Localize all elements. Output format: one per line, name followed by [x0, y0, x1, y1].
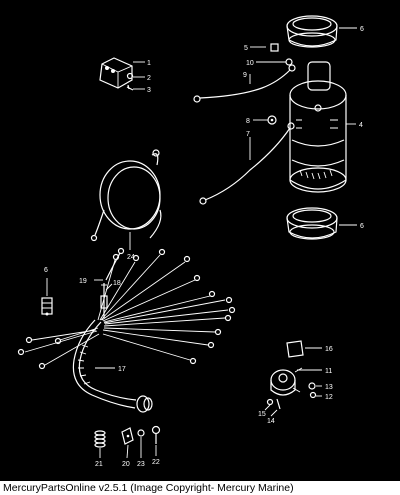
- part-2-screw: [126, 72, 134, 80]
- callout-1: 1: [147, 60, 151, 67]
- part-12-ignition-switch: [270, 367, 303, 396]
- part-19-fuse: [100, 283, 108, 318]
- callout-22: 21: [95, 461, 103, 468]
- callout-19: 18: [113, 280, 121, 287]
- part-6-end-cap-top: [286, 15, 338, 48]
- callout-15: 14: [267, 418, 275, 425]
- part-22-spring: [94, 430, 106, 448]
- callout-16: 15: [258, 411, 266, 418]
- callout-11: 10: [246, 60, 254, 67]
- copyright-footer: MercuryPartsOnline v2.5.1 (Image Copyrig…: [0, 481, 400, 495]
- part-3-screw: [126, 84, 134, 91]
- part-11-nut: [285, 58, 293, 66]
- part-21-clip: [121, 427, 134, 445]
- callout-17: 16: [325, 346, 333, 353]
- part-23-screw: [151, 425, 161, 444]
- callout-20: 19: [79, 278, 87, 285]
- part-5-washer: [270, 43, 279, 52]
- callout-5: 5: [244, 45, 248, 52]
- part-18-wiring-harness: [17, 248, 236, 413]
- part-20-ground-wire: [105, 247, 125, 281]
- part-10-battery-cable: [193, 64, 296, 103]
- callout-25: 24: [127, 254, 135, 261]
- part-7-bracket: [41, 297, 53, 316]
- part-8-motor-cable: [199, 122, 295, 205]
- part-14-nut: [308, 382, 316, 390]
- callout-labels: 6 5 10 9 4 7 8 6 1 2 3 24 6 6 19 18 17 1…: [44, 26, 364, 468]
- part-13-screw: [309, 391, 317, 399]
- callout-6-top: 6: [360, 26, 364, 33]
- part-1-solenoid: [99, 57, 133, 89]
- part-4-starter-motor: [289, 61, 347, 193]
- callout-21: 20: [122, 461, 130, 468]
- callout-7-label: 6: [44, 267, 48, 274]
- callout-3: 3: [147, 87, 151, 94]
- leader-lines: [46, 27, 357, 459]
- part-9-nut: [267, 115, 277, 125]
- callout-23: 22: [152, 459, 160, 466]
- callout-9: 8: [246, 118, 250, 125]
- callout-6-bottom: 6: [360, 223, 364, 230]
- part-15-screw: [276, 398, 281, 410]
- part-17-cover: [286, 340, 304, 358]
- callout-12: 11: [325, 368, 332, 375]
- part-6-end-cap-bottom: [286, 207, 338, 240]
- callout-24: 23: [137, 461, 145, 468]
- part-25-coiled-cable: [90, 149, 162, 242]
- callout-13: 12: [325, 394, 333, 401]
- callout-18: 17: [118, 366, 126, 373]
- part-24-washer: [137, 429, 145, 437]
- callout-14: 13: [325, 384, 333, 391]
- part-16-washer: [266, 398, 274, 406]
- callout-2: 2: [147, 75, 151, 82]
- callout-8: 7: [246, 131, 250, 138]
- callout-4: 4: [359, 122, 363, 129]
- callout-10: 9: [243, 72, 247, 79]
